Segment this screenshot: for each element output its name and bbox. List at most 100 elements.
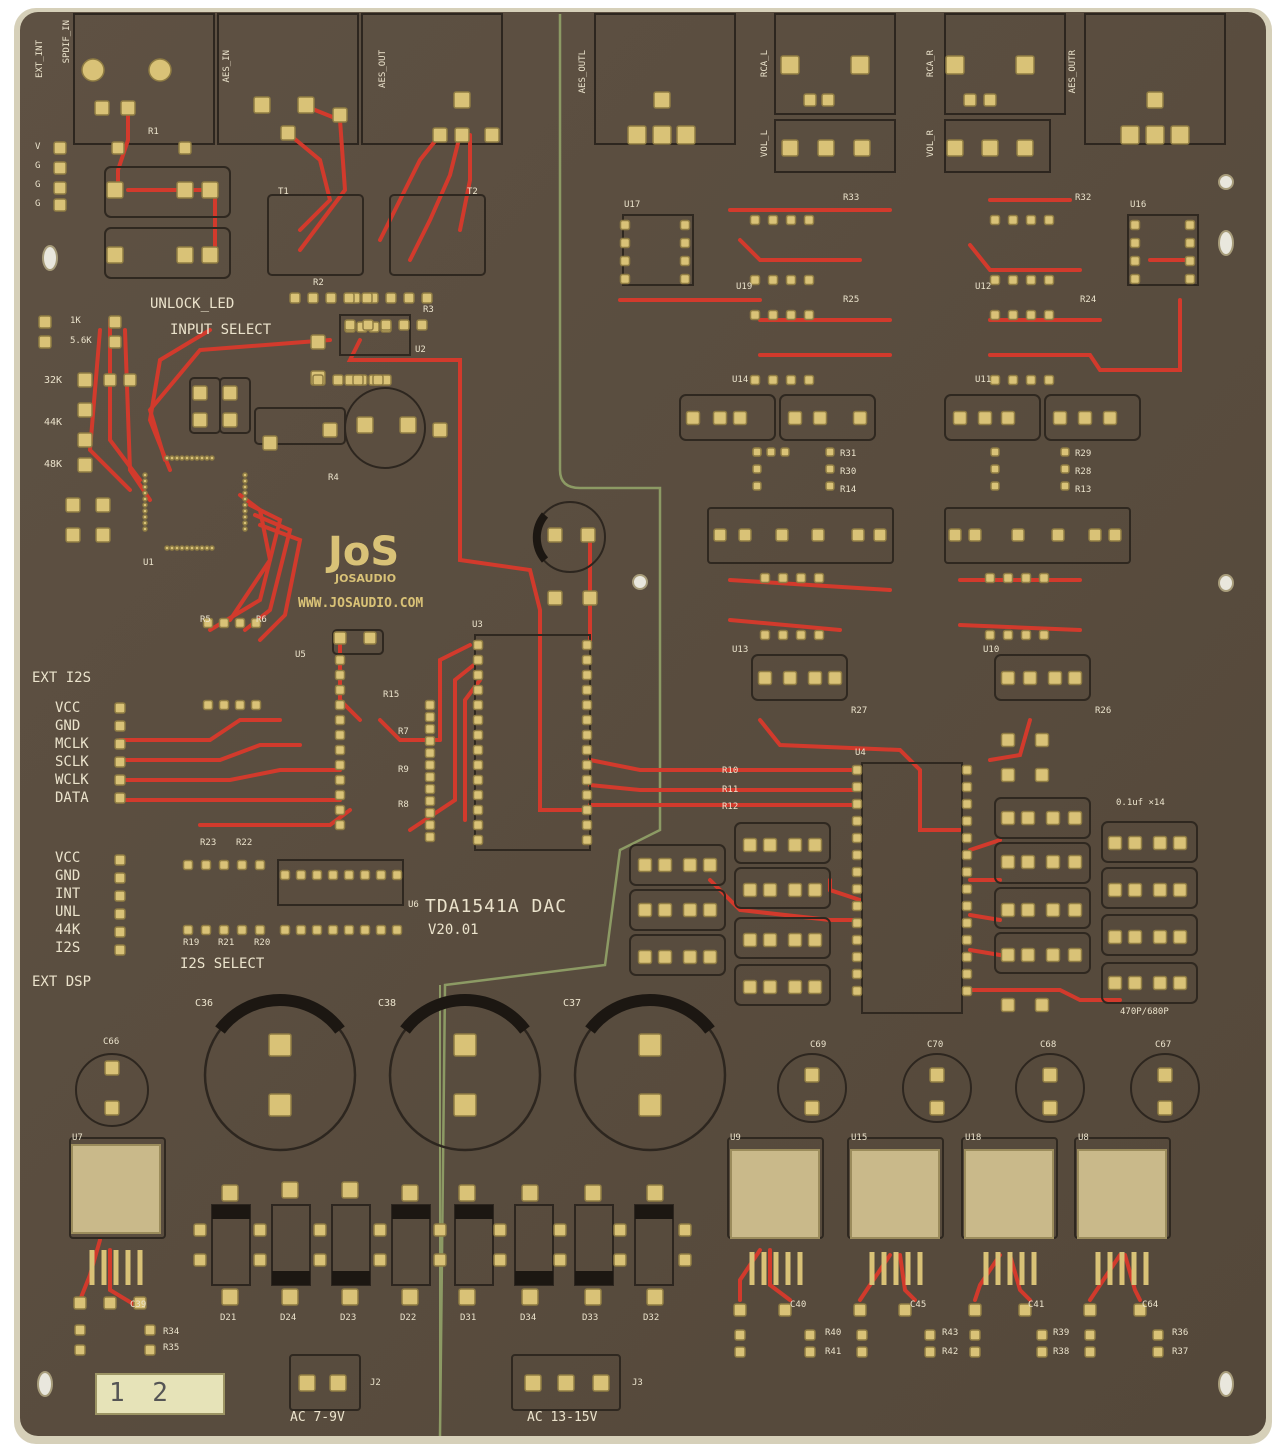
pad [1172, 835, 1188, 851]
pad [1036, 1346, 1048, 1358]
pad [1025, 309, 1037, 321]
pad [289, 292, 301, 304]
pad [851, 951, 863, 963]
pad [313, 1253, 327, 1267]
pad [1060, 481, 1070, 491]
pad [359, 869, 371, 881]
resistor-label-r42: R42 [942, 1347, 959, 1357]
pad [114, 774, 126, 786]
pad [1034, 767, 1050, 783]
pad [424, 735, 436, 747]
pad [74, 1344, 86, 1356]
pad [581, 699, 593, 711]
diode-label-d23: D23 [340, 1313, 357, 1323]
pad [785, 374, 797, 386]
pad [961, 900, 973, 912]
pad [472, 744, 484, 756]
pad [1000, 902, 1016, 918]
pad [493, 1223, 507, 1237]
pad [236, 924, 248, 936]
bigcap-label-c36: C36 [195, 998, 214, 1009]
pad [762, 932, 778, 948]
pad [297, 96, 315, 114]
pad [584, 1184, 602, 1202]
resistor-label-r8: R8 [398, 800, 409, 810]
pad [961, 849, 973, 861]
pad [298, 1374, 316, 1392]
label-cap-note2: 470P/680P [1120, 1007, 1169, 1017]
pad [945, 55, 965, 75]
pad [1067, 854, 1083, 870]
pad [759, 572, 771, 584]
pad [924, 1329, 936, 1341]
pad [961, 917, 973, 929]
ic-label-u4: U4 [855, 748, 866, 758]
pad [759, 629, 771, 641]
pad [1084, 1346, 1096, 1358]
resistor-label-r24: R24 [1080, 295, 1097, 305]
pad [678, 1223, 692, 1237]
pad [787, 410, 803, 426]
pad [280, 125, 296, 141]
serial-box-text: 1 2 [109, 1378, 174, 1408]
pad [242, 472, 248, 478]
pad [1038, 629, 1050, 641]
resistor-label-r40: R40 [825, 1328, 842, 1338]
pad [95, 527, 111, 543]
pad [811, 528, 825, 542]
diode-bands [212, 1205, 673, 1285]
pad [399, 416, 417, 434]
pad [581, 834, 593, 846]
pad [432, 422, 448, 438]
pad [133, 1296, 147, 1310]
pad [334, 804, 346, 816]
elco-label-c70: C70 [927, 1040, 944, 1050]
resistor-label-r22: R22 [236, 838, 253, 848]
pad [1152, 1329, 1164, 1341]
pad [989, 274, 1001, 286]
pad [472, 789, 484, 801]
pad [279, 869, 291, 881]
pad [334, 759, 346, 771]
resistor-label-r34: R34 [163, 1327, 180, 1337]
resistor-label-r13: R13 [1075, 485, 1092, 495]
pad [221, 1288, 239, 1306]
pad [825, 464, 835, 474]
pad [114, 756, 126, 768]
pad [1157, 1067, 1173, 1083]
pad [732, 410, 748, 426]
rate-label-0: 32K [44, 375, 63, 386]
pad [103, 1296, 117, 1310]
pad [780, 447, 790, 457]
transformer-label-t2: T2 [467, 187, 478, 197]
pad [1042, 1067, 1058, 1083]
pad [851, 866, 863, 878]
pad [144, 1344, 156, 1356]
pad [581, 684, 593, 696]
pad [114, 720, 126, 732]
pad [38, 335, 52, 349]
pad [619, 237, 631, 249]
pad [372, 374, 384, 386]
pad [472, 819, 484, 831]
pad [1107, 975, 1123, 991]
pad [803, 374, 815, 386]
pad [1107, 929, 1123, 945]
regulator-heat-tabs [71, 1144, 1167, 1239]
pad [333, 631, 347, 645]
pad [702, 949, 718, 965]
pad [1107, 835, 1123, 851]
ext-i2s-pin-0: VCC [55, 700, 81, 716]
pad [803, 274, 815, 286]
ext-dsp-pin-1: GND [55, 868, 81, 884]
pad [1015, 55, 1035, 75]
pad [961, 968, 973, 980]
pad [262, 435, 278, 451]
pad [851, 528, 865, 542]
pad [1011, 528, 1025, 542]
pad [359, 924, 371, 936]
ext-i2s-pin-1: GND [55, 718, 81, 734]
pad [281, 1181, 299, 1199]
pad [856, 1329, 868, 1341]
pad [362, 319, 374, 331]
